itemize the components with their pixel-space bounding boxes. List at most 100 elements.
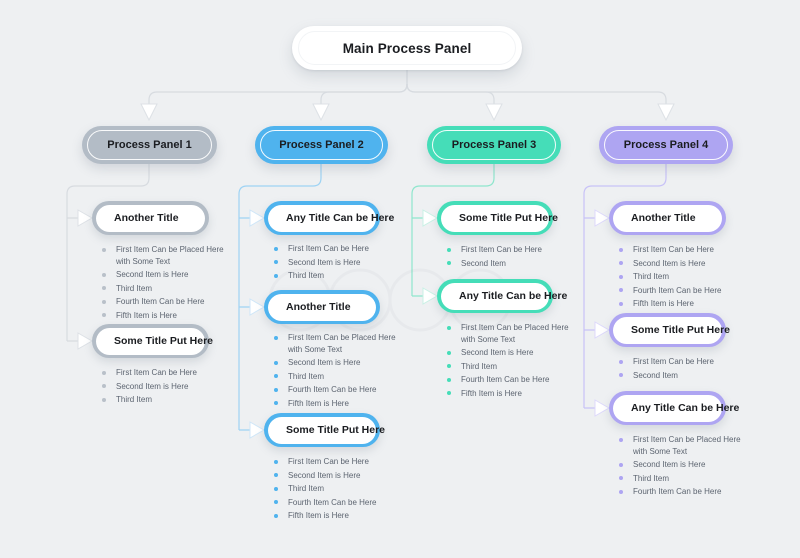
bullet-dot-icon	[619, 261, 623, 265]
bullet-dot-icon	[619, 462, 623, 467]
bullet-dot-icon	[102, 299, 106, 304]
process-block-title: Some Title Put Here	[114, 335, 214, 347]
process-block-1-2[interactable]: Some Title Put Here	[264, 413, 385, 447]
list-item: Third Item	[102, 283, 234, 295]
bullet-dot-icon	[274, 335, 278, 340]
main-panel-inner-border	[298, 31, 516, 65]
list-item: Second Item is Here	[619, 459, 751, 471]
list-item: Second Item is Here	[274, 257, 369, 269]
bullet-dot-icon	[274, 513, 278, 518]
main-panel-title: Main Process Panel	[342, 40, 472, 56]
process-block-3-1[interactable]: Some Title Put Here	[609, 313, 730, 347]
process-block-3-0[interactable]: Another Title	[609, 201, 726, 235]
list-item: Third Item	[274, 371, 406, 383]
process-block-0-1[interactable]: Some Title Put Here	[92, 324, 213, 358]
list-item: First Item Can be Placed Here with Some …	[447, 322, 579, 345]
column-header-label: Process Panel 1	[107, 139, 192, 151]
bullet-dot-icon	[274, 273, 278, 278]
process-block-title: Any Title Can be Here	[286, 212, 395, 224]
list-item: Fifth Item is Here	[102, 310, 234, 322]
column-header-3[interactable]: Process Panel 4	[599, 126, 733, 164]
bullet-dot-icon	[619, 373, 623, 377]
bullet-dot-icon	[102, 272, 106, 277]
bullet-dot-icon	[274, 260, 278, 264]
list-item: Fourth Item Can be Here	[102, 296, 234, 308]
bullet-dot-icon	[619, 437, 623, 442]
list-item: First Item Can be Here	[447, 244, 542, 256]
main-process-panel[interactable]: Main Process Panel	[292, 26, 522, 70]
bullet-dot-icon	[619, 247, 623, 252]
process-block-title: Another Title	[114, 212, 179, 224]
process-block-title: Any Title Can be Here	[459, 290, 568, 302]
list-item: Second Item	[447, 258, 542, 270]
column-header-inner-border	[604, 130, 728, 160]
list-item: Third Item	[274, 483, 376, 495]
list-item: First Item Can be Here	[274, 243, 369, 255]
column-header-inner-border	[260, 130, 383, 160]
process-block-1-0[interactable]: Any Title Can be Here	[264, 201, 394, 235]
bullet-list-3-2: First Item Can be Placed Here with Some …	[619, 434, 751, 500]
process-block-title: Some Title Put Here	[286, 424, 386, 436]
column-header-label: Process Panel 2	[279, 139, 364, 151]
bullet-dot-icon	[447, 391, 451, 395]
list-item: Third Item	[619, 473, 751, 485]
process-block-3-2[interactable]: Any Title Can be Here	[609, 391, 739, 425]
list-item: Third Item	[274, 270, 369, 282]
column-header-inner-border	[432, 130, 556, 160]
bullet-dot-icon	[274, 401, 278, 405]
bullet-dot-icon	[447, 377, 451, 382]
bullet-dot-icon	[102, 384, 106, 388]
list-item: Second Item is Here	[274, 357, 406, 369]
bullet-dot-icon	[447, 325, 451, 330]
column-header-1[interactable]: Process Panel 2	[255, 126, 388, 164]
column-header-0[interactable]: Process Panel 1	[82, 126, 217, 164]
list-item: Second Item is Here	[619, 258, 721, 270]
bullet-dot-icon	[619, 489, 623, 494]
list-item: First Item Can be Here	[274, 456, 376, 468]
list-item: Second Item is Here	[274, 470, 376, 482]
bullet-dot-icon	[274, 374, 278, 378]
bullet-dot-icon	[274, 459, 278, 464]
bullet-dot-icon	[274, 246, 278, 251]
list-item: Fourth Item Can be Here	[274, 384, 406, 396]
list-item: Fifth Item is Here	[274, 398, 406, 410]
bullet-dot-icon	[274, 500, 278, 504]
process-block-title: Another Title	[286, 301, 351, 313]
column-header-label: Process Panel 4	[623, 139, 709, 151]
bullet-list-1-1: First Item Can be Placed Here with Some …	[274, 332, 406, 411]
bullet-dot-icon	[619, 476, 623, 480]
list-item: First Item Can be Placed Here with Some …	[102, 244, 234, 267]
process-block-title: Any Title Can be Here	[631, 402, 740, 414]
process-block-1-1[interactable]: Another Title	[264, 290, 380, 324]
bullet-dot-icon	[274, 360, 278, 365]
list-item: First Item Can be Here	[619, 244, 721, 256]
bullet-dot-icon	[619, 359, 623, 364]
bullet-dot-icon	[102, 247, 106, 252]
bullet-dot-icon	[102, 313, 106, 317]
list-item: First Item Can be Placed Here with Some …	[619, 434, 751, 457]
list-item: Third Item	[619, 271, 721, 283]
bullet-dot-icon	[619, 288, 623, 292]
bullet-dot-icon	[447, 364, 451, 368]
column-header-label: Process Panel 3	[451, 139, 537, 151]
bullet-dot-icon	[274, 473, 278, 477]
list-item: Second Item is Here	[102, 269, 234, 281]
bullet-dot-icon	[447, 261, 451, 265]
bullet-dot-icon	[274, 387, 278, 392]
column-header-2[interactable]: Process Panel 3	[427, 126, 561, 164]
bullet-dot-icon	[447, 350, 451, 355]
process-block-0-0[interactable]: Another Title	[92, 201, 209, 235]
list-item: Fifth Item is Here	[619, 298, 721, 310]
list-item: Second Item is Here	[102, 381, 197, 393]
bullet-dot-icon	[619, 274, 623, 279]
process-block-2-1[interactable]: Any Title Can be Here	[437, 279, 567, 313]
bullet-dot-icon	[102, 397, 106, 402]
list-item: First Item Can be Here	[619, 356, 714, 368]
list-item: Fourth Item Can be Here	[619, 486, 751, 498]
process-block-2-0[interactable]: Some Title Put Here	[437, 201, 558, 235]
